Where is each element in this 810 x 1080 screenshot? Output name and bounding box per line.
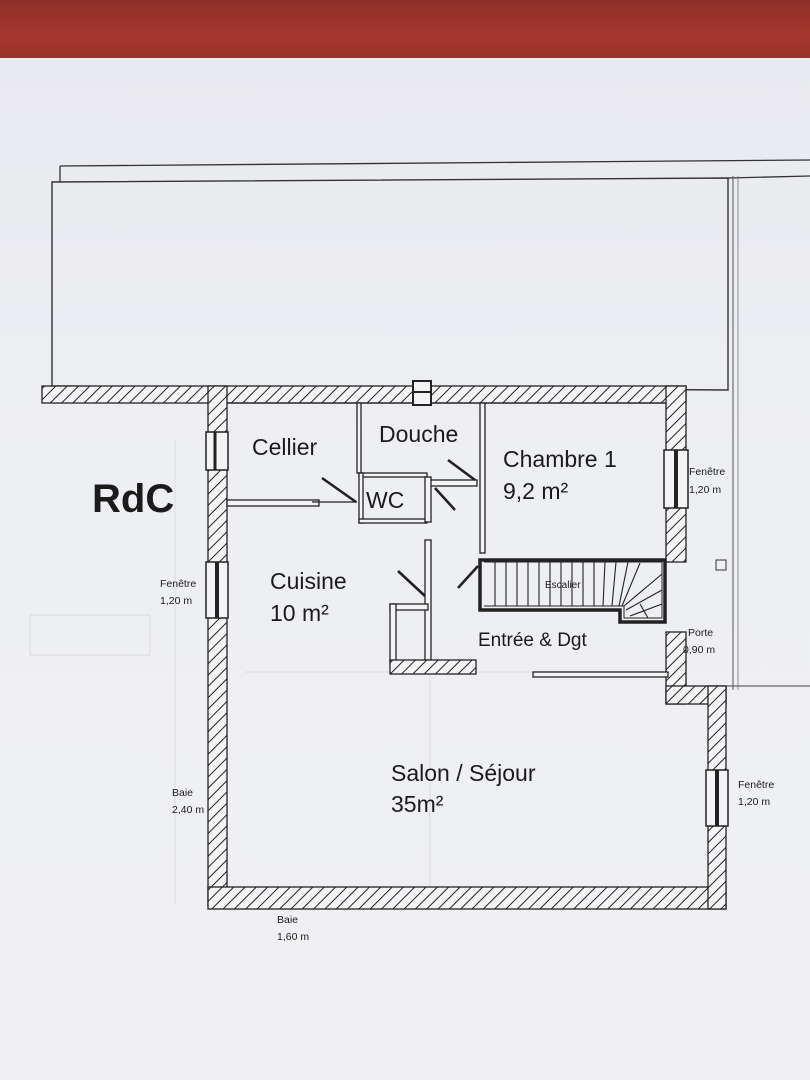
opening-west-type: Fenêtre [160, 578, 196, 590]
outer-walls [41, 385, 727, 910]
room-douche: Douche [379, 421, 458, 447]
room-entree: Entrée & Dgt [478, 630, 587, 651]
room-salon: Salon / Séjour [391, 760, 536, 786]
opening-baie-south-type: Baie [277, 914, 298, 926]
opening-baie-west-size: 2,40 m [172, 804, 204, 816]
labels: RdC Cellier Douche WC Chambre 1 9,2 m² C… [92, 421, 774, 943]
door-swings [312, 458, 479, 597]
opening-living-size: 1,20 m [738, 796, 770, 808]
upper-block [51, 159, 810, 690]
opening-baie-south-size: 1,60 m [277, 931, 309, 943]
room-chambre-1-area: 9,2 m² [503, 478, 569, 504]
opening-door-type: Porte [688, 627, 713, 639]
opening-door-size: 0,90 m [683, 644, 715, 656]
opening-living-type: Fenêtre [738, 779, 774, 791]
room-cellier: Cellier [252, 434, 318, 460]
opening-west-size: 1,20 m [160, 595, 192, 607]
room-cuisine-area: 10 m² [270, 600, 329, 626]
opening-bedroom-size: 1,20 m [689, 484, 721, 496]
openings [205, 380, 729, 827]
room-wc: WC [366, 487, 404, 513]
plan-title: RdC [92, 477, 174, 521]
opening-baie-west-type: Baie [172, 787, 193, 799]
opening-bedroom-type: Fenêtre [689, 466, 725, 478]
room-chambre-1: Chambre 1 [503, 446, 617, 472]
floor-plan: RdC Cellier Douche WC Chambre 1 9,2 m² C… [29, 159, 810, 943]
room-salon-area: 35m² [391, 791, 444, 817]
interior-walls [226, 402, 669, 678]
table-surface [0, 0, 810, 62]
staircase [478, 558, 667, 624]
paper-sheet: RdC Cellier Douche WC Chambre 1 9,2 m² C… [0, 58, 810, 1080]
room-cuisine: Cuisine [270, 568, 347, 594]
stair-label: Escalier [545, 580, 581, 591]
